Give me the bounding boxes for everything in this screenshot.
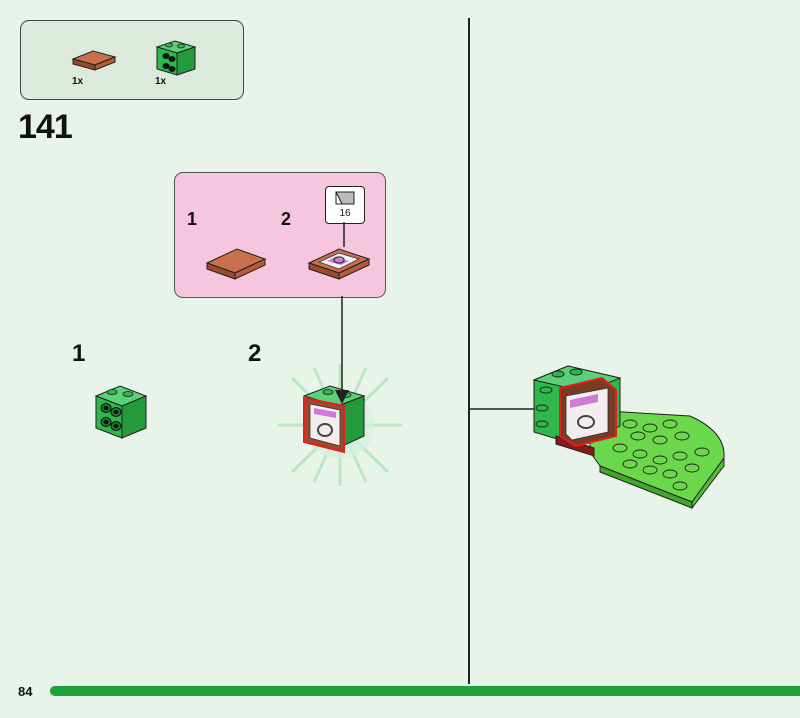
green-brick-icon xyxy=(155,40,197,76)
brown-tile-icon xyxy=(205,248,267,280)
parts-list-box: 1x 1x xyxy=(20,20,244,100)
callout-step-1: 1 xyxy=(187,209,198,229)
green-brick-quantity: 1x xyxy=(155,76,167,87)
page-divider xyxy=(468,18,470,684)
sub-step-1-number: 1 xyxy=(72,340,86,367)
sticker-number: 16 xyxy=(339,208,351,219)
page-progress-fill xyxy=(50,686,800,696)
step-number: 141 xyxy=(18,108,73,146)
sub-step-2-number: 2 xyxy=(248,340,262,367)
page-progress-bar xyxy=(50,686,800,696)
stickered-tile-icon xyxy=(307,248,371,280)
callout-step-2: 2 xyxy=(281,209,292,229)
brown-tile-icon xyxy=(71,50,117,71)
page-number: 84 xyxy=(18,684,33,699)
sticker-reference: 16 xyxy=(325,186,365,224)
assembled-model-illustration xyxy=(532,365,725,510)
green-brick-illustration xyxy=(94,385,148,439)
brown-tile-quantity: 1x xyxy=(72,76,84,87)
sticker-sheet-icon xyxy=(335,191,355,205)
